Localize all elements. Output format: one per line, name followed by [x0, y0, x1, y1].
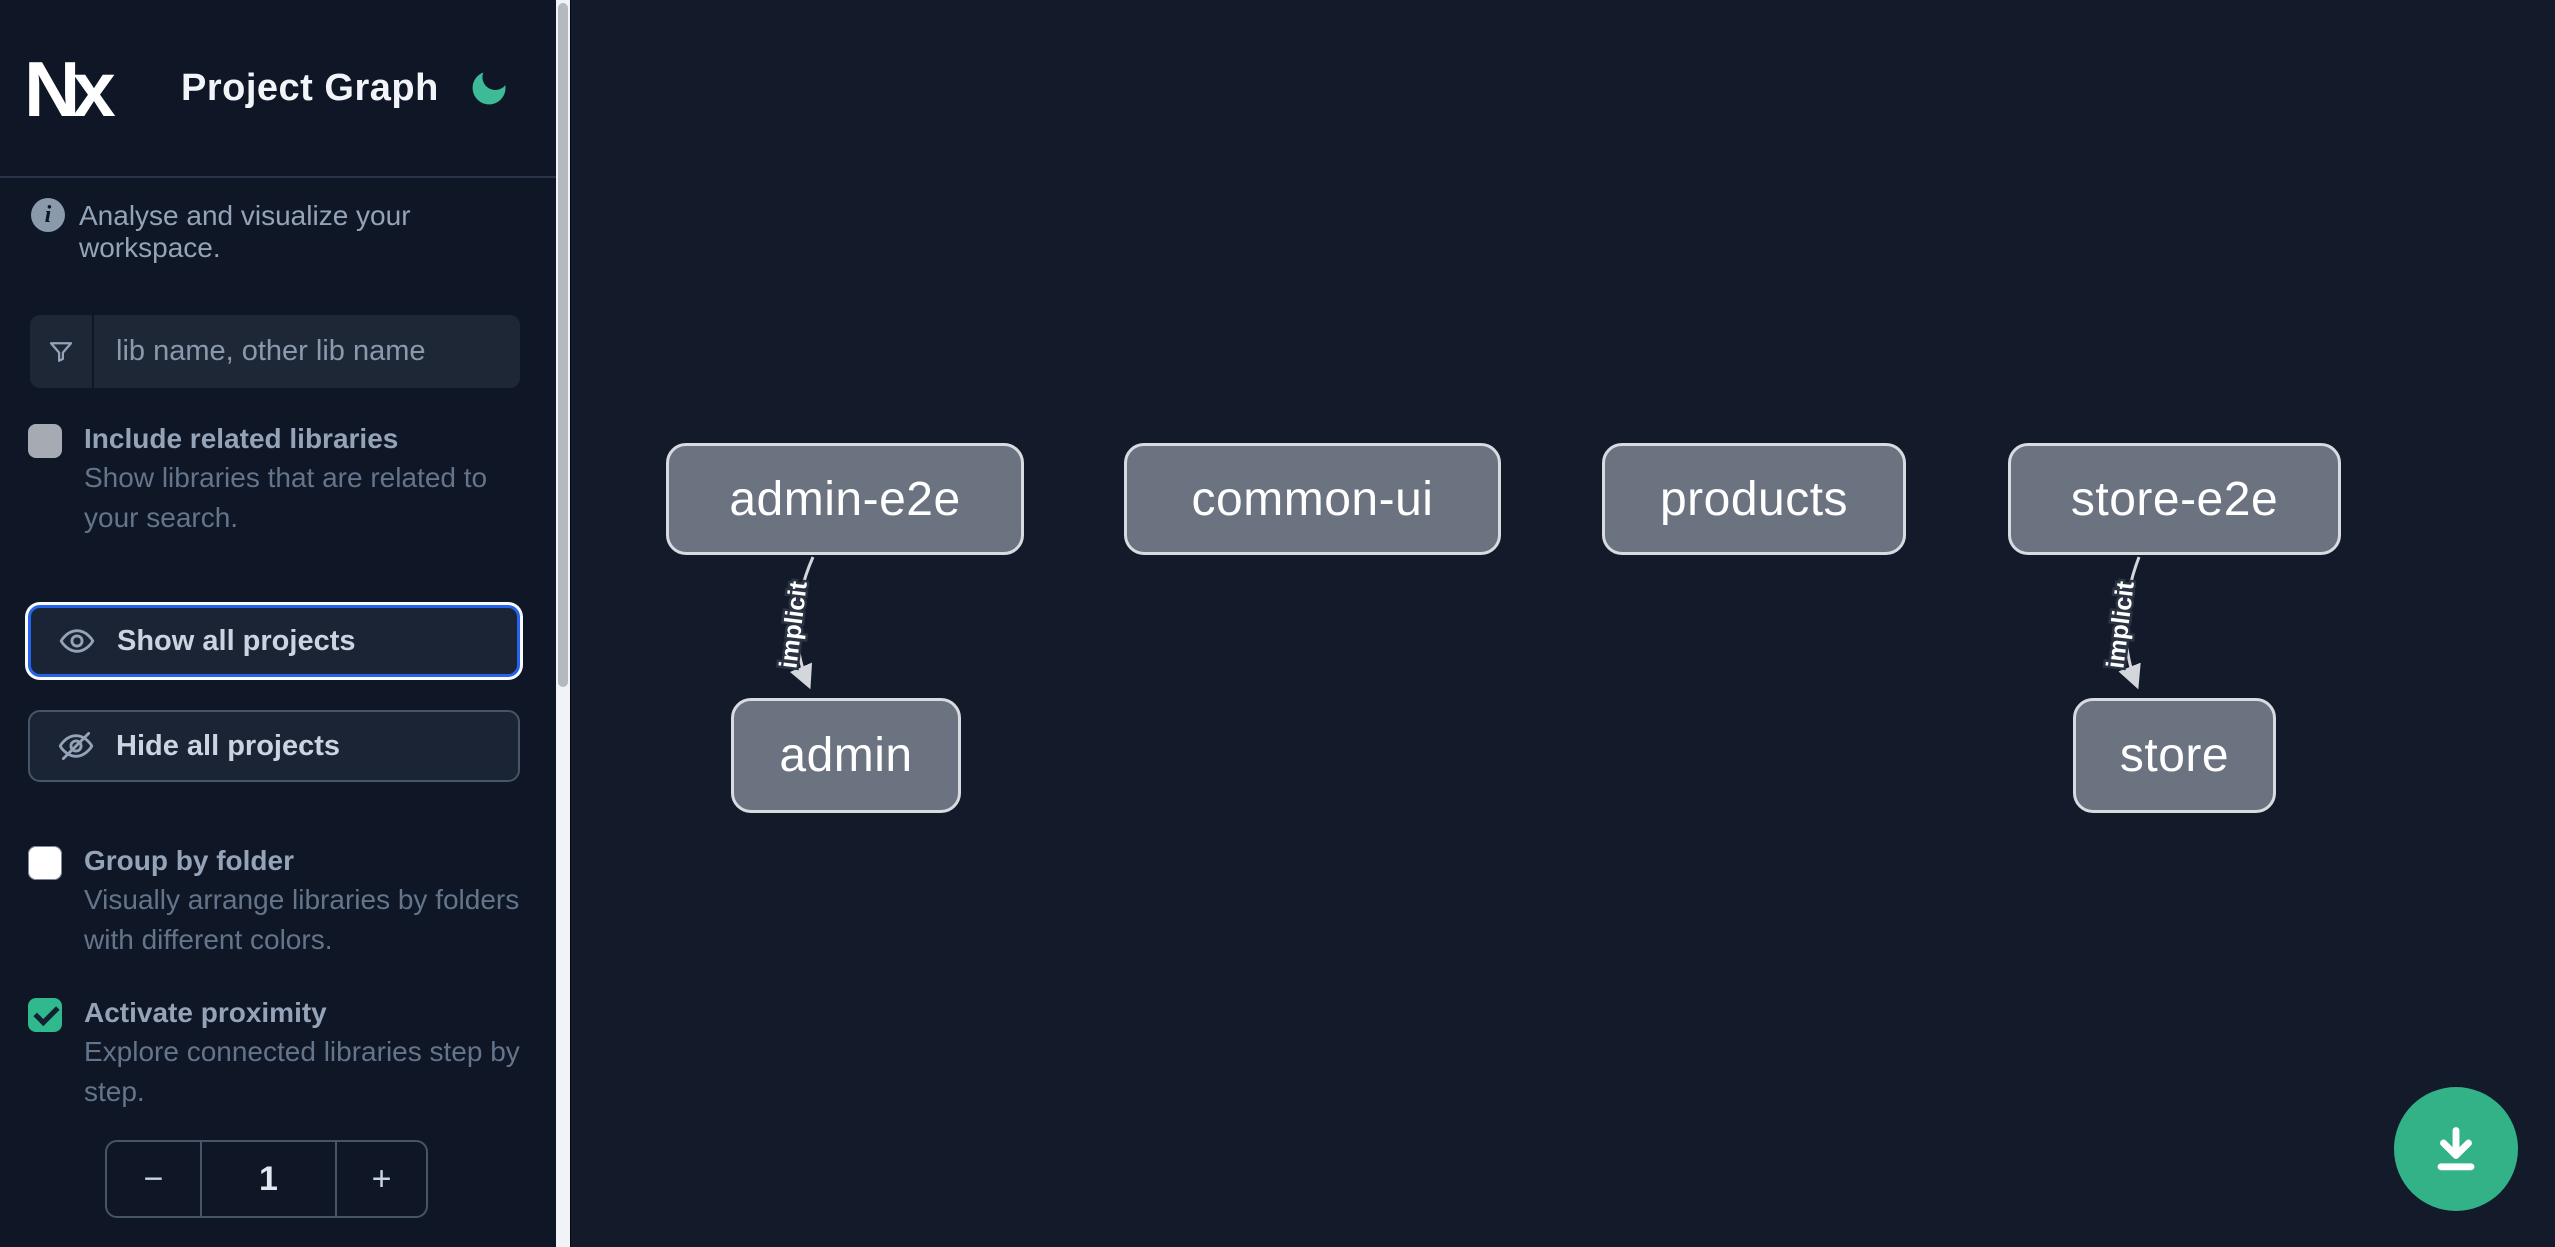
graph-node-store[interactable]: store — [2073, 698, 2276, 813]
show-all-projects-button[interactable]: Show all projects — [28, 605, 520, 677]
search-box — [30, 315, 520, 388]
toggle-group-by-folder: Group by folder Visually arrange librari… — [28, 842, 528, 960]
sidebar-scrollbar-thumb[interactable] — [558, 3, 568, 687]
sidebar-header: Nx Project Graph — [0, 0, 556, 178]
include-related-checkbox[interactable] — [28, 424, 62, 458]
theme-toggle-button[interactable] — [466, 66, 512, 112]
toggle-description: Visually arrange libraries by folders wi… — [84, 884, 520, 955]
toggle-label[interactable]: Include related libraries — [84, 423, 399, 454]
info-icon: i — [31, 198, 65, 232]
workspace-tagline-row: i Analyse and visualize your workspace. — [31, 198, 531, 263]
toggle-label[interactable]: Group by folder — [84, 845, 294, 876]
search-input[interactable] — [94, 315, 520, 388]
download-graph-button[interactable] — [2394, 1087, 2518, 1211]
group-by-folder-checkbox[interactable] — [28, 846, 62, 880]
toggle-description: Explore connected libraries step by step… — [84, 1036, 520, 1107]
edge-layer: implicit implicit — [772, 556, 2142, 690]
edge-label: implicit — [774, 579, 813, 670]
toggle-include-related-libraries: Include related libraries Show libraries… — [28, 420, 528, 538]
activate-proximity-checkbox[interactable] — [28, 998, 62, 1032]
decrement-button[interactable]: − — [107, 1142, 202, 1216]
hide-all-projects-button[interactable]: Hide all projects — [28, 710, 520, 782]
graph-edge-store-e2e-store[interactable]: implicit — [2099, 556, 2142, 690]
increment-button[interactable]: + — [335, 1142, 426, 1216]
toggle-description: Show libraries that are related to your … — [84, 462, 488, 533]
toggle-activate-proximity: Activate proximity Explore connected lib… — [28, 994, 528, 1112]
graph-node-admin-e2e[interactable]: admin-e2e — [666, 443, 1024, 555]
eye-off-icon — [56, 726, 96, 766]
graph-node-store-e2e[interactable]: store-e2e — [2008, 443, 2341, 555]
eye-icon — [57, 621, 97, 661]
download-icon — [2426, 1118, 2486, 1181]
nx-logo: Nx — [24, 45, 116, 133]
show-all-projects-label: Show all projects — [117, 624, 356, 657]
page-title: Project Graph — [181, 67, 439, 109]
moon-icon — [467, 72, 511, 113]
hide-all-projects-label: Hide all projects — [116, 729, 341, 762]
graph-node-common-ui[interactable]: common-ui — [1124, 443, 1501, 555]
proximity-depth-value: 1 — [259, 1159, 278, 1198]
edge-label: implicit — [2101, 579, 2140, 670]
sidebar: Nx Project Graph i Analyse and visualize… — [0, 0, 556, 1247]
graph-canvas[interactable]: implicit implicit admin-e2e common-ui produ… — [570, 0, 2555, 1247]
graph-node-admin[interactable]: admin — [731, 698, 961, 813]
graph-edge-admin-e2e-admin[interactable]: implicit — [772, 556, 815, 690]
filter-funnel-icon — [30, 315, 94, 388]
workspace-tagline: Analyse and visualize your workspace. — [79, 200, 411, 263]
sidebar-scrollbar-track[interactable] — [556, 0, 570, 1247]
proximity-depth-stepper: − 1 + — [105, 1140, 428, 1218]
toggle-label[interactable]: Activate proximity — [84, 997, 327, 1028]
graph-node-products[interactable]: products — [1602, 443, 1906, 555]
